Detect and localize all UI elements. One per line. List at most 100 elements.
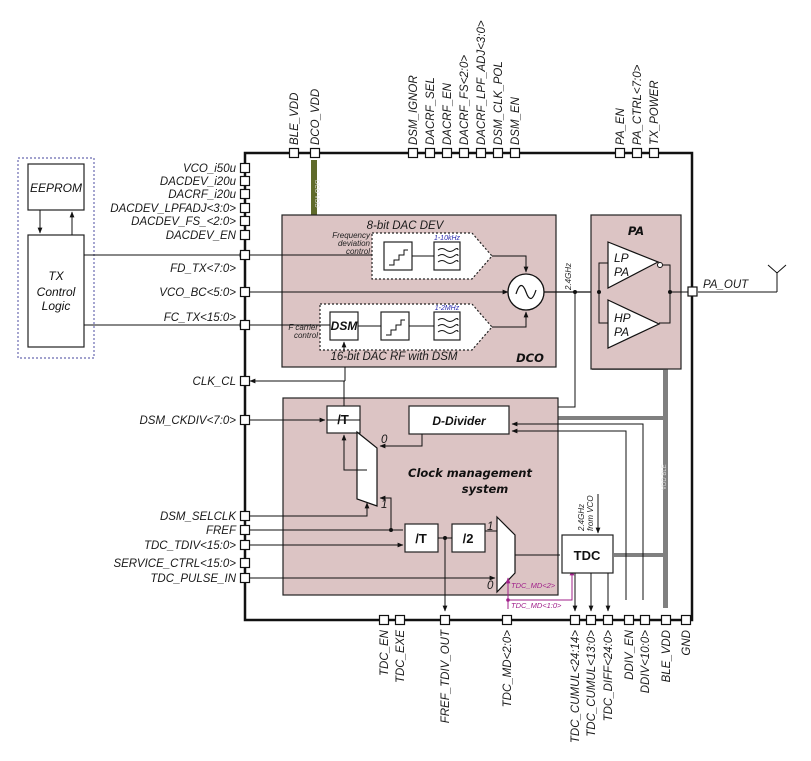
left-pin-group: VCO_i50uDACDEV_i20uDACRF_i20uDACDEV_LPFA… <box>110 162 251 585</box>
top-dco-vdd-label: DCO_VDD <box>310 89 322 145</box>
top-pa-ctrl7-0-label: PA_CTRL<7:0> <box>632 64 644 145</box>
vco-bc5-0-label: VCO_BC<5:0> <box>159 287 236 299</box>
tdc-tdiv15-0-pin[interactable] <box>239 539 251 551</box>
dacdev-lpfadj3-0-pin[interactable] <box>239 202 251 214</box>
top-dacrf-sel-pin[interactable] <box>424 147 436 159</box>
dacrf-i20u-label: DACRF_i20u <box>168 189 236 201</box>
bottom-ddiv-en-pin[interactable] <box>623 614 635 626</box>
div-2-label: /2 <box>463 531 474 546</box>
div-t-bottom-label: /T <box>415 531 427 546</box>
hp-pa-amplifier <box>607 299 661 349</box>
top-pa-en-pin[interactable] <box>614 147 626 159</box>
clk-cl-pin[interactable] <box>239 375 251 387</box>
hp-pa-label-1: HP <box>614 311 631 325</box>
tdc-input-note-1: 2.4GHz <box>577 504 586 532</box>
bottom-gnd-pin[interactable] <box>680 614 692 626</box>
dacdev-en-pin[interactable] <box>239 229 251 241</box>
eeprom-block[interactable] <box>27 163 85 211</box>
tx-control-dashed-outline <box>17 157 95 359</box>
dacdev-i20u-label: DACDEV_i20u <box>160 176 237 188</box>
top-pa-ctrl7-0-pin[interactable] <box>631 147 643 159</box>
top-dacrf-fs2-0-pin[interactable] <box>458 147 470 159</box>
dac-rf-filter-freq: 1-2MHz <box>435 305 460 312</box>
mux-bottom-in1: 1 <box>487 521 493 533</box>
tdc-md10-label: TDC_MD<1:0> <box>511 601 562 610</box>
pa-out-label: PA_OUT <box>703 279 749 291</box>
dco-vdd-bus <box>311 160 317 215</box>
bottom-ble-vdd-pin[interactable] <box>660 614 672 626</box>
lowpass-filter-icon <box>437 318 459 334</box>
bottom-tdc-exe-label: TDC_EXE <box>395 630 407 683</box>
fd-tx7-0-pin[interactable] <box>239 249 251 261</box>
dac-dev-control-line2: deviation <box>338 239 371 248</box>
div-t-bottom-block <box>404 523 439 553</box>
vco-i50u-pin[interactable] <box>239 162 251 174</box>
clock-mgmt-title-2: system <box>462 482 508 496</box>
dco-out-freq: 2.4GHz <box>564 263 573 291</box>
pa-out-pin[interactable] <box>687 286 698 297</box>
tx-control-logic-block[interactable] <box>27 234 85 348</box>
mux-bottom-in0: 0 <box>487 580 494 592</box>
dacdev-fs-2-0-pin[interactable] <box>239 215 251 227</box>
dsm-ckdiv7-0-pin[interactable] <box>239 414 251 426</box>
fc-tx15-0-pin[interactable] <box>239 319 251 331</box>
ble-vdd-bus-label: VDD BLE <box>662 464 668 490</box>
top-dsm-ignor-pin[interactable] <box>407 147 419 159</box>
top-pa-en-label: PA_EN <box>615 107 627 145</box>
tdc-label: TDC <box>574 548 601 563</box>
bottom-ddiv10-0-pin[interactable] <box>639 614 651 626</box>
dsm-selclk-pin[interactable] <box>239 510 251 522</box>
top-dacrf-en-pin[interactable] <box>441 147 453 159</box>
dsm-ckdiv7-0-label: DSM_CKDIV<7:0> <box>139 415 236 427</box>
bottom-tdc-cumul13-0-pin[interactable] <box>585 614 597 626</box>
bottom-fref-tdiv-out-label: FREF_TDIV_OUT <box>440 629 452 723</box>
dac-rf-filter-block <box>433 311 461 341</box>
antenna-icon <box>767 264 787 292</box>
dac-dev-filter-freq: 1-10kHz <box>434 235 461 242</box>
top-dacrf-lpf-adj3-0-pin[interactable] <box>475 147 487 159</box>
top-dsm-en-pin[interactable] <box>509 147 521 159</box>
top-ble-vdd-pin[interactable] <box>288 147 300 159</box>
bottom-tdc-cumul13-0-label: TDC_CUMUL<13:0> <box>586 630 598 737</box>
bottom-tdc-cumul24-14-pin[interactable] <box>569 614 581 626</box>
dac-dev-staircase-block <box>383 241 413 271</box>
bottom-tdc-en-pin[interactable] <box>378 614 390 626</box>
vco-bc5-0-pin[interactable] <box>239 286 251 298</box>
top-dacrf-sel-label: DACRF_SEL <box>425 77 437 145</box>
dacdev-fs-2-0-label: DACDEV_FS_<2:0> <box>131 216 236 228</box>
lp-pa-amplifier <box>607 241 660 289</box>
top-dsm-clk-pol-label: DSM_CLK_POL <box>493 61 505 145</box>
bottom-tdc-exe-pin[interactable] <box>394 614 406 626</box>
top-dsm-en-label: DSM_EN <box>510 96 522 145</box>
dacdev-i20u-pin[interactable] <box>239 175 251 187</box>
sine-wave-icon <box>515 284 537 300</box>
vco-i50u-label: VCO_i50u <box>183 163 237 175</box>
dacrf-i20u-pin[interactable] <box>239 188 251 200</box>
d-divider-block <box>408 405 510 435</box>
bottom-tdc-diff24-0-pin[interactable] <box>602 614 614 626</box>
lowpass-filter-icon <box>437 248 459 264</box>
dsm-label: DSM <box>331 319 359 333</box>
mux-top-in0: 0 <box>381 434 388 446</box>
dco-title: DCO <box>516 351 544 365</box>
clk-cl-label: CLK_CL <box>193 376 236 388</box>
tdc-tdiv15-0-label: TDC_TDIV<15:0> <box>144 540 236 552</box>
dco-block: DCO 8-bit DAC DEV Frequency deviation co… <box>281 214 557 368</box>
dsm-selclk-label: DSM_SELCLK <box>160 511 237 523</box>
top-dacrf-fs2-0-label: DACRF_FS<2:0> <box>459 55 471 145</box>
top-dacrf-lpf-adj3-0-label: DACRF_LPF_ADJ<3:0> <box>476 20 488 145</box>
service-ctrl15-0-pin[interactable] <box>239 557 251 569</box>
top-dsm-clk-pol-pin[interactable] <box>492 147 504 159</box>
dac-rf-staircase-block <box>380 311 410 341</box>
top-dco-vdd-pin[interactable] <box>309 147 321 159</box>
top-tx-power-pin[interactable] <box>648 147 660 159</box>
fref-pin[interactable] <box>239 524 251 536</box>
tdc-pulse-in-pin[interactable] <box>239 572 251 584</box>
bottom-tdc-md2-0-pin[interactable] <box>501 614 513 626</box>
bottom-fref-tdiv-out-pin[interactable] <box>439 614 451 626</box>
mux-bottom <box>496 515 516 594</box>
fc-tx15-0-label: FC_TX<15:0> <box>164 312 237 324</box>
div-2-block <box>451 523 486 553</box>
pa-block: PA LP PA HP PA <box>590 214 688 370</box>
